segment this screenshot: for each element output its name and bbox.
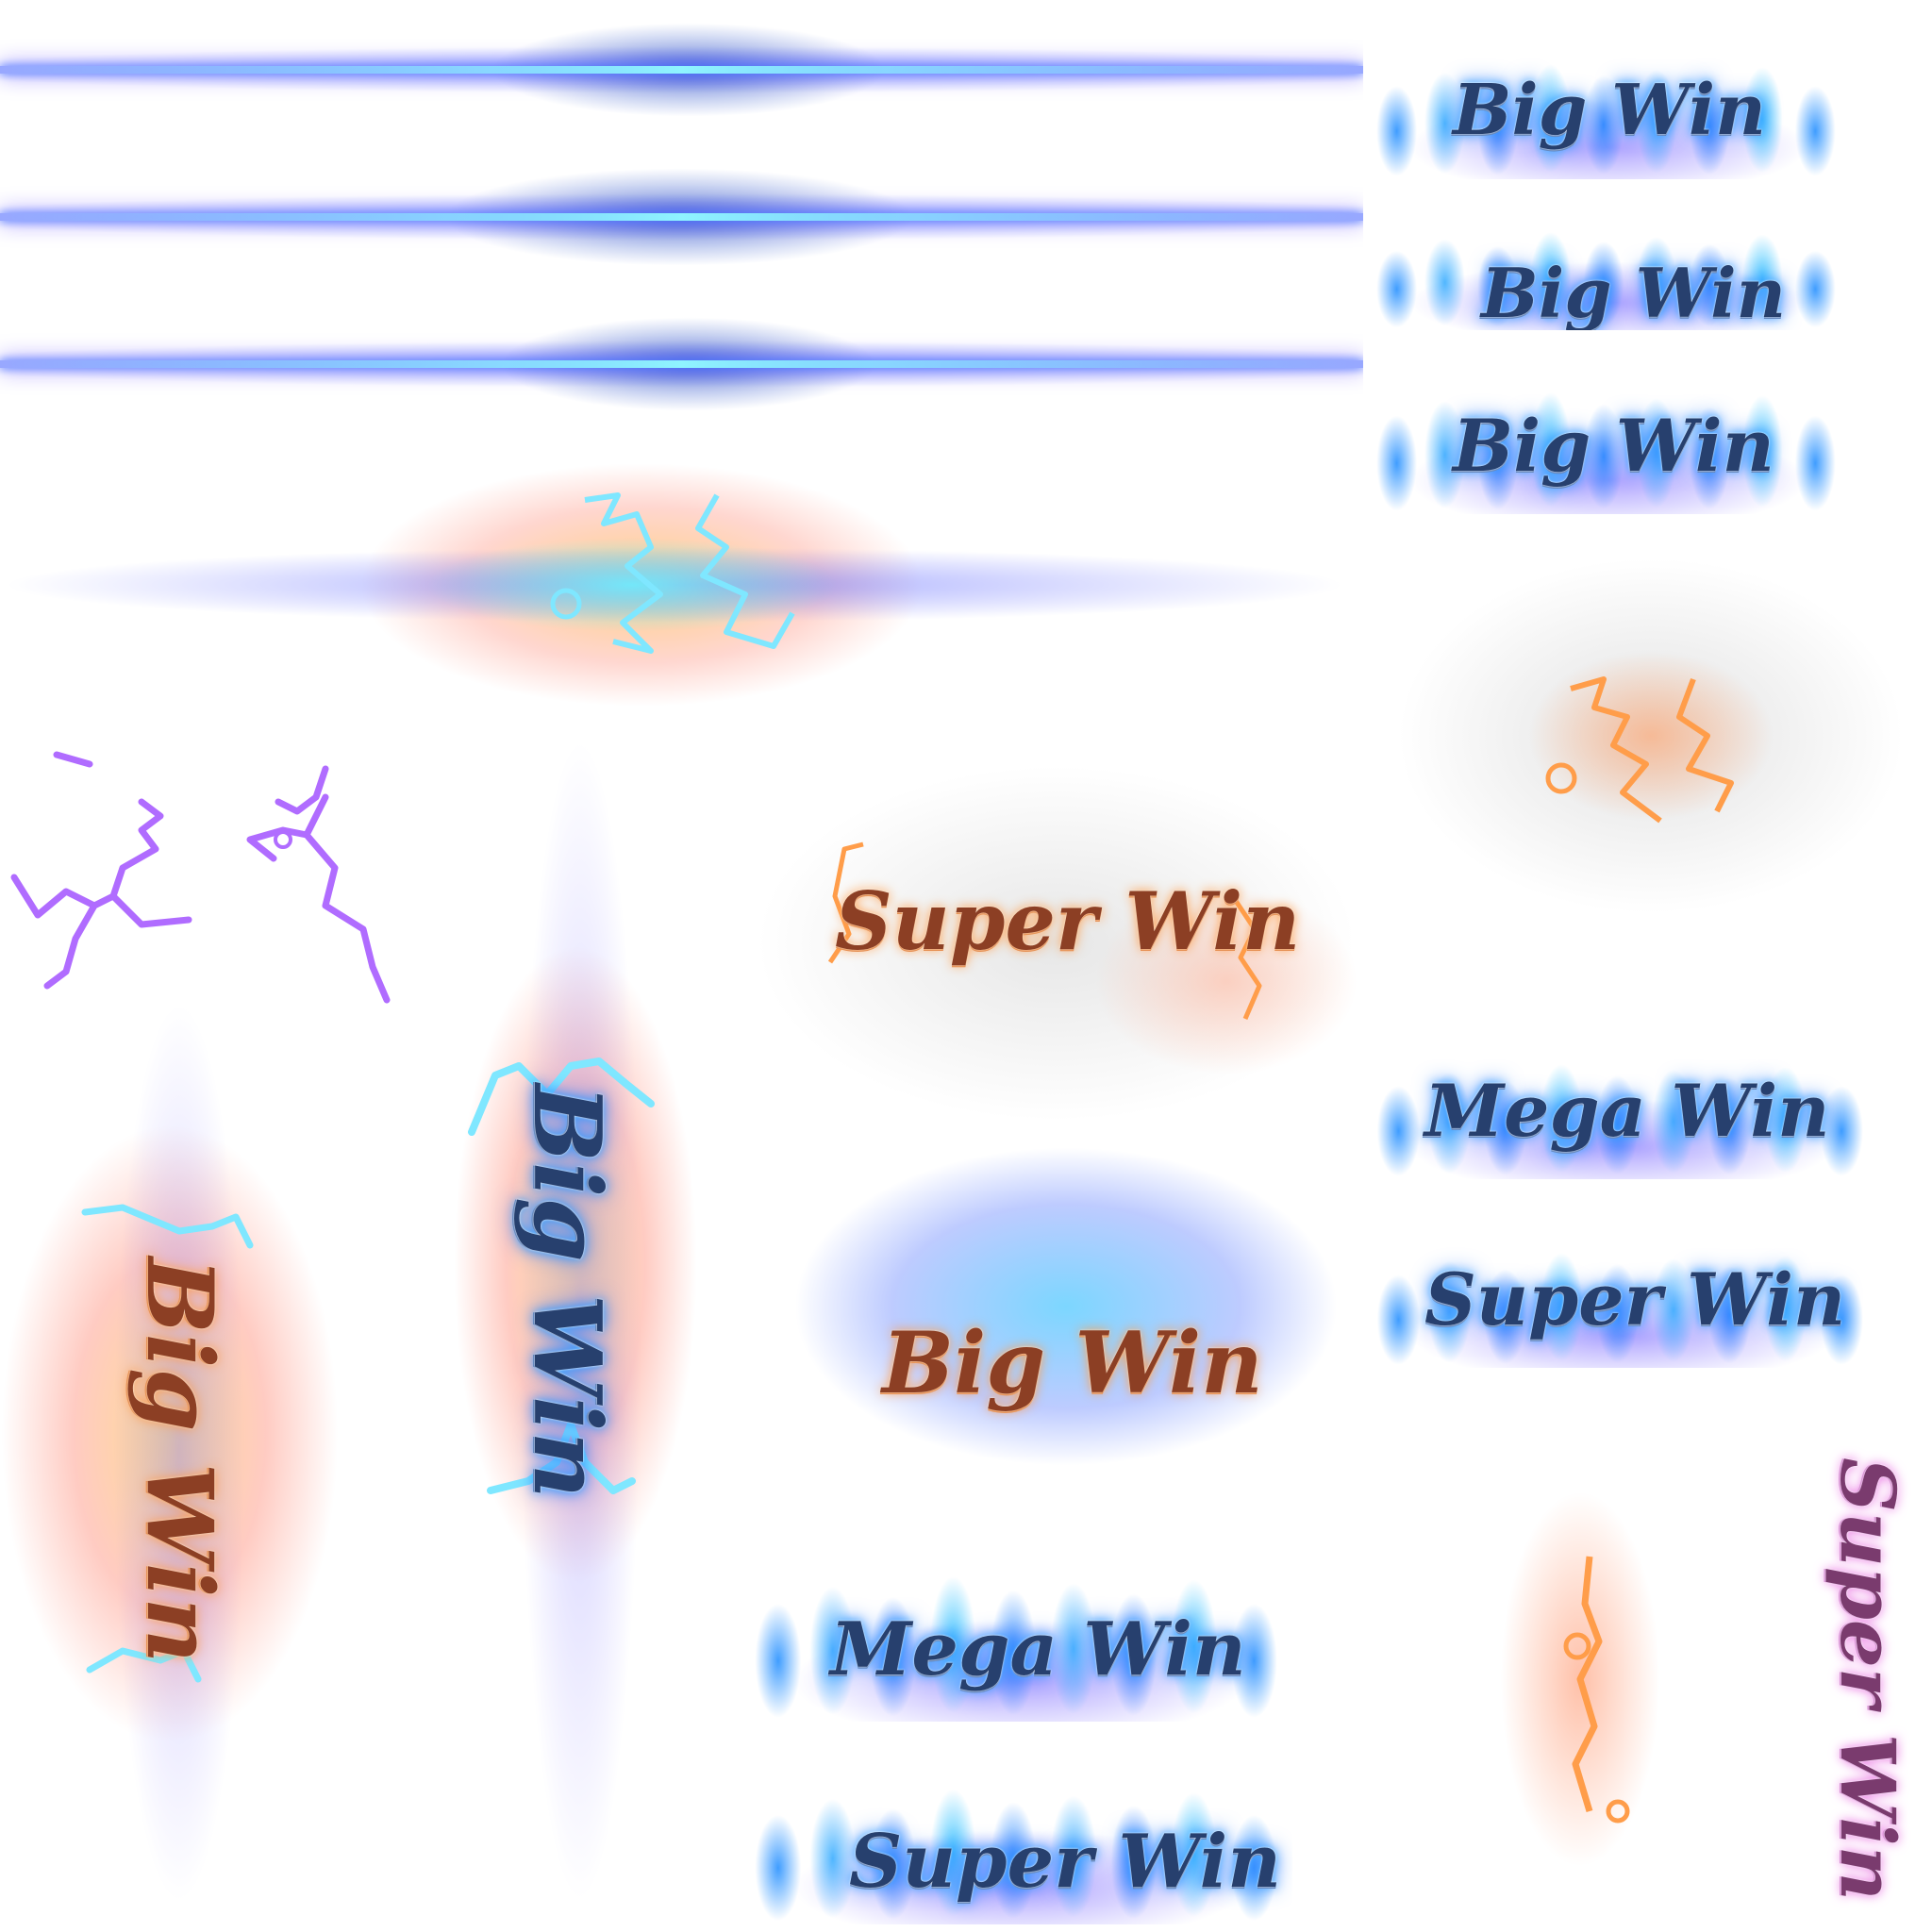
big-win-vertical-lightning: Big Win <box>406 736 745 1906</box>
super-win-text: Super Win <box>849 1819 1282 1905</box>
big-win-copper-blue-glow: Big Win <box>755 1146 1358 1495</box>
super-win-text: Super Win <box>835 874 1301 968</box>
light-beam-1 <box>0 13 1363 126</box>
big-win-text: Big Win <box>1453 70 1766 151</box>
big-win-text: Big Win <box>882 1313 1263 1413</box>
super-win-text: Super Win <box>1424 1257 1846 1341</box>
mega-win-flame-banner-center: Mega Win <box>745 1519 1292 1722</box>
big-win-flame-banner-2: Big Win <box>1368 193 1849 330</box>
purple-lightning-right <box>222 755 401 1009</box>
super-win-copper-smoke: Super Win <box>755 745 1358 1132</box>
big-win-text: Big Win <box>126 1257 233 1664</box>
lightning-bolt-icon <box>246 765 391 1004</box>
big-win-flame-banner-1: Big Win <box>1368 19 1849 179</box>
light-beam-2 <box>0 160 1363 274</box>
orange-lightning-burst <box>1377 538 1924 934</box>
orange-spark-vertical <box>1491 1453 1670 1896</box>
lightning-bolt-icon <box>1545 676 1734 824</box>
super-win-text: Super Win <box>1824 1457 1912 1901</box>
super-win-vertical-pink: Super Win <box>1811 1424 1924 1915</box>
super-win-flame-banner-center: Super Win <box>745 1736 1292 1924</box>
lightning-bolt-icon <box>81 1204 254 1683</box>
lightning-bolt-icon <box>468 1058 655 1494</box>
big-win-text: Big Win <box>1481 253 1786 330</box>
mega-win-text: Mega Win <box>1424 1069 1830 1153</box>
lightning-bolt-icon <box>10 751 192 990</box>
lightning-bolt-icon <box>827 841 1262 1020</box>
big-win-flame-banner-3: Big Win <box>1368 344 1849 514</box>
big-win-vertical-burst: Big Win <box>0 1000 358 1906</box>
big-win-text: Big Win <box>512 1084 621 1499</box>
super-win-flame-banner-right: Super Win <box>1368 1208 1877 1368</box>
mega-win-text: Mega Win <box>830 1607 1246 1692</box>
purple-lightning-left <box>0 736 212 991</box>
lightning-bolt-icon <box>550 492 795 654</box>
big-win-text: Big Win <box>1453 404 1774 488</box>
mega-win-flame-banner-right: Mega Win <box>1368 1019 1877 1179</box>
light-beam-3 <box>0 308 1363 421</box>
lightning-bolt-icon <box>1563 1556 1630 1824</box>
lightning-burst-horizontal <box>0 443 1349 726</box>
